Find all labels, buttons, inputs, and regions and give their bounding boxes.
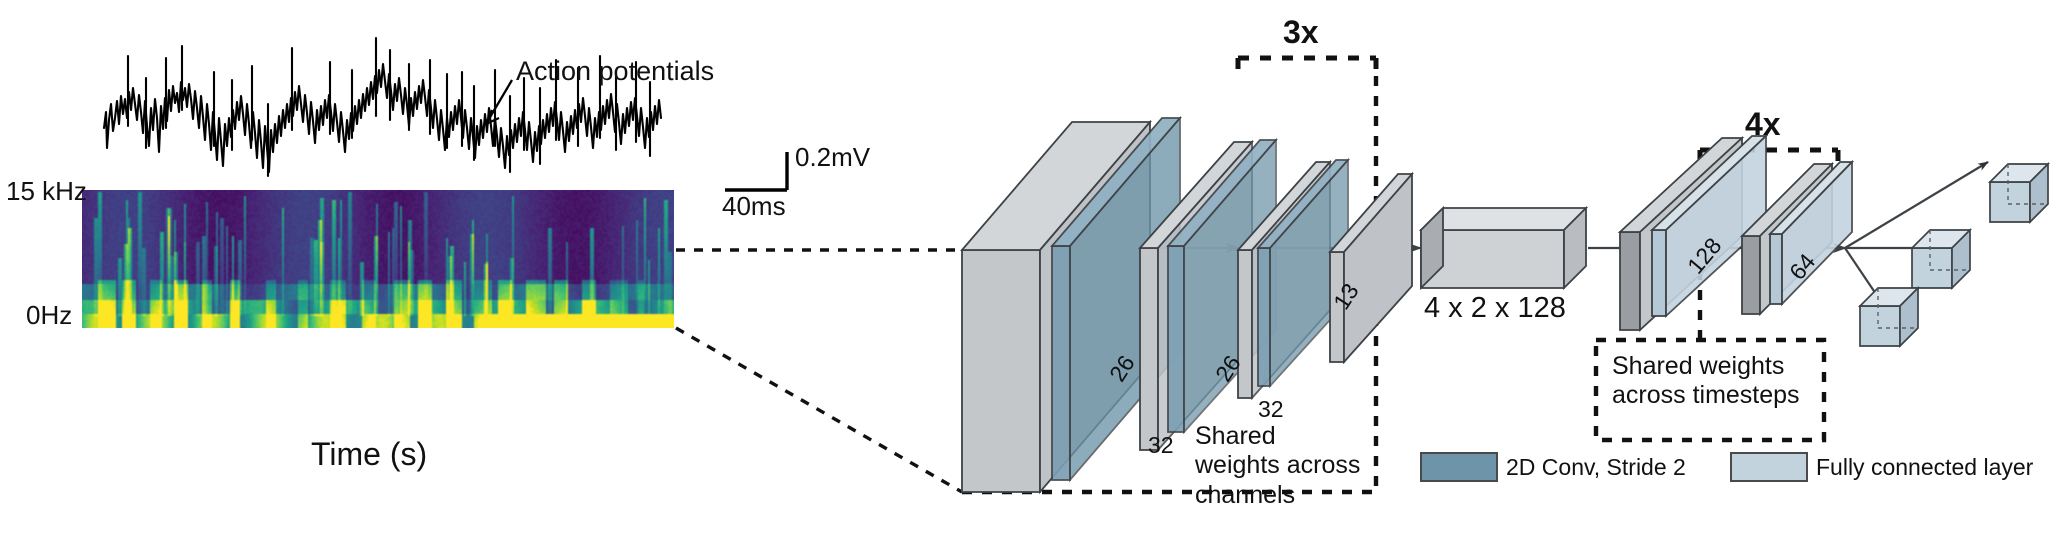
conv-dim-13: 13 (1328, 278, 1364, 315)
conv-dim-26-a: 26 (1104, 350, 1140, 387)
legend-label-conv: 2D Conv, Stride 2 (1506, 454, 1686, 480)
conv-dim-32-a: 32 (1148, 432, 1174, 458)
scale-bar-time-label: 40ms (722, 191, 786, 221)
spectro-to-network-connector (675, 248, 963, 494)
action-potential-pointer (484, 79, 513, 126)
output-fanout-arrows (1844, 161, 1989, 301)
fc-block-128 (1617, 133, 1769, 333)
legend-swatch-fc (1730, 452, 1808, 482)
output-cube-middle (1909, 227, 1973, 291)
shared-weights-channels-note: Shared weights across channels (1195, 422, 1361, 509)
legend-swatch-conv (1420, 452, 1498, 482)
conv-dim-32-b: 32 (1258, 396, 1284, 422)
repeat-bracket-4x (1697, 147, 1841, 166)
spectrogram-xaxis-label: Time (s) (311, 436, 428, 472)
bottleneck-label: 4 x 2 x 128 (1424, 292, 1566, 324)
spectrogram-canvas (82, 190, 674, 328)
spectrogram (82, 190, 674, 328)
spectrogram-ymin-label: 0Hz (26, 300, 73, 330)
fc-block-64 (1739, 159, 1855, 317)
output-cube-bottom (1857, 285, 1921, 349)
action-potentials-label: Action potentials (516, 56, 715, 86)
scale-bar-voltage-label: 0.2mV (795, 142, 871, 172)
repeat-3x-label: 3x (1283, 14, 1319, 50)
repeat-bracket-3x (1235, 55, 1379, 74)
shared-weights-timesteps-note: Shared weights across timesteps (1612, 352, 1800, 410)
conv-block-4 (1328, 171, 1414, 365)
conv-dim-26-b: 26 (1210, 350, 1246, 387)
output-cube-top (1987, 161, 2051, 225)
legend-label-fc: Fully connected layer (1816, 454, 2034, 480)
bottleneck-block (1418, 205, 1589, 291)
fc-dim-64: 64 (1784, 248, 1821, 285)
scale-bar (725, 152, 789, 192)
conv-block-3 (1235, 157, 1351, 401)
repeat-4x-label: 4x (1745, 106, 1781, 142)
conv-block-2 (1137, 137, 1278, 453)
fc-dim-128: 128 (1682, 232, 1727, 279)
spectrogram-ymax-label: 15 kHz (6, 176, 87, 206)
